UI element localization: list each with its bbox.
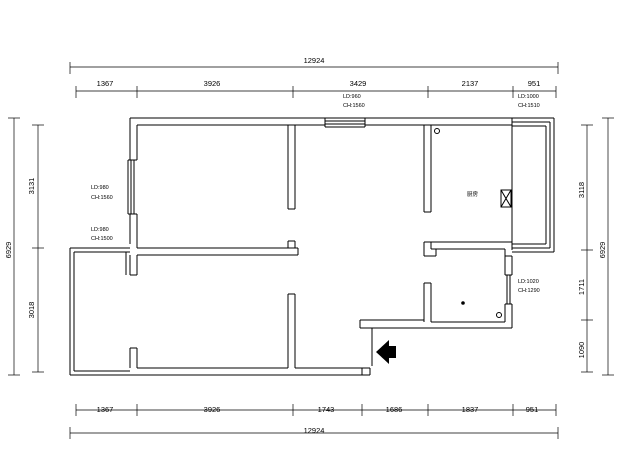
right-balcony bbox=[512, 117, 555, 253]
top-segment-label: 951 bbox=[528, 79, 541, 88]
right-segment-label: 1090 bbox=[577, 342, 586, 359]
note-ld: LD:1000 bbox=[518, 94, 539, 100]
note-ch: CH:1510 bbox=[518, 103, 540, 109]
window-top-middle bbox=[324, 117, 366, 128]
top-segment-label: 2137 bbox=[462, 79, 479, 88]
bottom-segment-label: 3926 bbox=[204, 405, 221, 414]
left-segment-dimensions: 3131 3018 bbox=[27, 124, 44, 373]
entrance-arrow-icon bbox=[376, 340, 396, 364]
floor-drain bbox=[461, 301, 465, 305]
top-segment-label: 3926 bbox=[204, 79, 221, 88]
top-segment-label: 1367 bbox=[97, 79, 114, 88]
right-total-label: 6929 bbox=[598, 242, 607, 259]
left-balcony bbox=[69, 247, 130, 375]
top-segment-label: 3429 bbox=[350, 79, 367, 88]
note-ch: CH:1290 bbox=[518, 288, 540, 294]
left-total-dimension: 6929 bbox=[4, 117, 20, 376]
left-segment-label: 3018 bbox=[27, 302, 36, 319]
left-total-label: 6929 bbox=[4, 242, 13, 259]
top-segment-dimensions: 1367 3926 3429 2137 951 bbox=[75, 79, 557, 98]
top-total-dimension: 12924 bbox=[69, 56, 559, 74]
window-right-lower bbox=[505, 274, 512, 305]
window-note-top-right: LD:1000 CH:1510 bbox=[518, 94, 540, 109]
stove-fixture bbox=[500, 189, 512, 208]
left-segment-label: 3131 bbox=[27, 178, 36, 195]
top-total-label: 12924 bbox=[304, 56, 325, 65]
right-segment-dimensions: 3118 1711 1090 bbox=[577, 124, 593, 373]
right-segment-label: 3118 bbox=[577, 182, 586, 198]
bottom-segment-label: 1837 bbox=[462, 405, 479, 414]
right-segment-label: 1711 bbox=[577, 279, 586, 295]
bottom-segment-label: 1743 bbox=[318, 405, 335, 414]
walls bbox=[70, 117, 513, 376]
right-total-dimension: 6929 bbox=[598, 117, 614, 376]
bottom-segment-label: 1686 bbox=[386, 405, 403, 414]
window-note-top-middle: LD:960 CH:1560 bbox=[343, 94, 365, 109]
bottom-segment-label: 1367 bbox=[97, 405, 114, 414]
kitchen-fixture-circle bbox=[434, 128, 440, 134]
bottom-total-dimension: 12924 bbox=[69, 426, 559, 439]
window-note-left-upper: LD:980 CH:1560 bbox=[91, 185, 113, 201]
window-note-right-lower: LD:1020 CH:1290 bbox=[518, 279, 540, 294]
note-ld: LD:960 bbox=[343, 94, 361, 100]
note-ld: LD:980 bbox=[91, 185, 109, 191]
window-note-left-lower: LD:980 CH:1500 bbox=[91, 227, 113, 242]
bottom-segment-label: 951 bbox=[526, 405, 539, 414]
bottom-segment-dimensions: 1367 3926 1743 1686 1837 951 bbox=[75, 404, 557, 416]
note-ld: LD:980 bbox=[91, 227, 109, 233]
room-label-kitchen: 厨房 bbox=[467, 190, 479, 198]
note-ch: CH:1500 bbox=[91, 236, 113, 242]
bathroom-fixture-circle bbox=[496, 312, 502, 318]
note-ch: CH:1560 bbox=[91, 195, 113, 201]
window-left-upper bbox=[127, 159, 137, 215]
note-ch: CH:1560 bbox=[343, 103, 365, 109]
bottom-total-label: 12924 bbox=[304, 426, 325, 435]
note-ld: LD:1020 bbox=[518, 279, 539, 285]
